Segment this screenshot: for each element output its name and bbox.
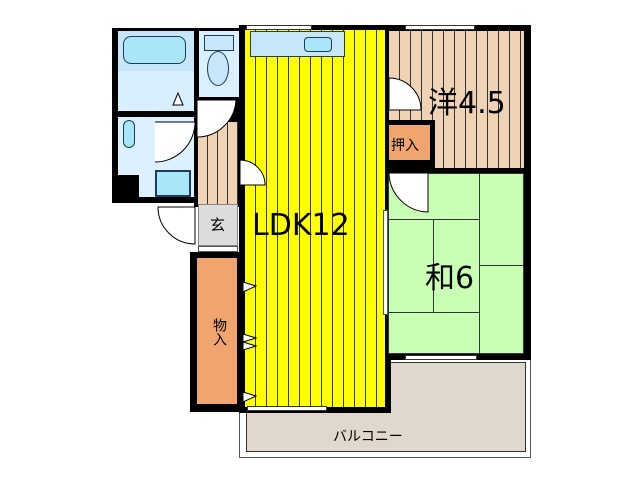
washing-machine-icon	[155, 170, 191, 197]
ldk-label: LDK12	[252, 208, 350, 243]
door-washroom-exit	[157, 206, 196, 245]
japanese-label: 和6	[425, 261, 475, 296]
washroom-corner-wall	[112, 175, 139, 203]
sink-icon	[123, 120, 135, 148]
toilet-tank-icon	[204, 35, 234, 51]
storage-door-hinge-1	[242, 281, 258, 293]
entrance-step	[198, 246, 238, 252]
kitchen-sink-icon	[304, 37, 332, 52]
balcony-label: バルコニー	[333, 429, 403, 445]
door-western	[388, 77, 422, 111]
storage-room	[197, 258, 237, 404]
window-japanese-bottom	[405, 355, 477, 360]
door-japanese	[388, 172, 429, 213]
ldk-room	[245, 30, 385, 407]
bathtub-icon	[123, 36, 186, 64]
oshiire-label: 押入	[391, 138, 419, 154]
storage-door-hinge-3	[242, 341, 258, 351]
door-toilet	[196, 99, 237, 138]
window-ldk-bottom	[247, 406, 327, 411]
oshiire	[389, 125, 430, 160]
door-ldk	[239, 159, 266, 186]
tatami-6	[479, 265, 524, 354]
entrance-label: 玄	[210, 216, 226, 234]
toilet-bowl-icon	[207, 51, 229, 86]
door-bath	[154, 121, 196, 163]
window-western-top	[405, 25, 475, 30]
window-ldk-top	[246, 25, 312, 30]
storage-label: 物入	[211, 318, 227, 346]
entrance	[198, 204, 238, 246]
bath-drain-icon	[172, 91, 184, 106]
storage-door-hinge-4	[242, 391, 258, 403]
western-label: 洋4.5	[428, 86, 506, 121]
storage-door-hinge-2	[242, 333, 258, 343]
sliding-door-ldk-japanese	[383, 210, 388, 315]
